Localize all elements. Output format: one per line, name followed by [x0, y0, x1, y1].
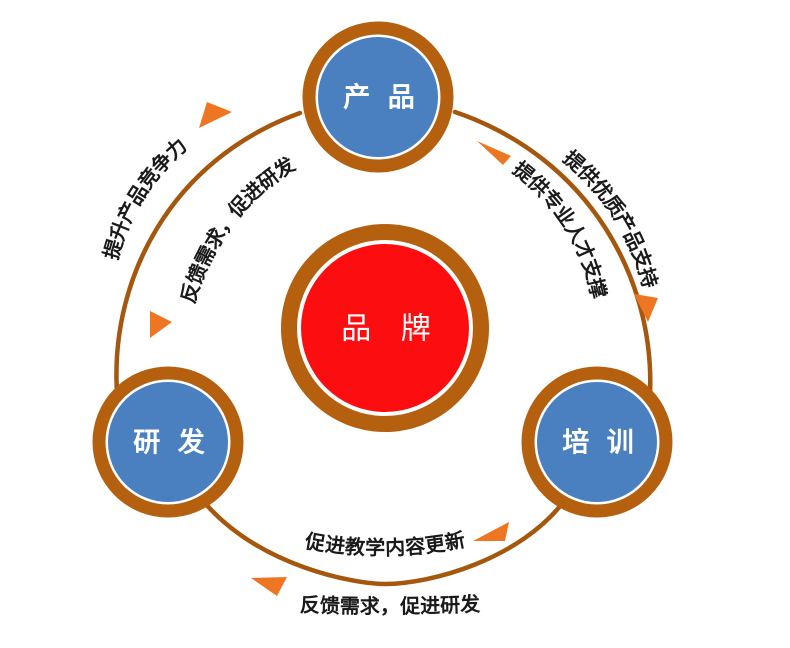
node-training[interactable]: 培 训	[521, 366, 673, 518]
node-rnd-fill	[108, 382, 228, 502]
node-product-ring	[302, 21, 454, 173]
center-node-fill	[301, 244, 469, 412]
arrowhead-to-training-right	[634, 294, 658, 322]
node-product[interactable]: 产 品	[302, 21, 454, 173]
arc-rnd-to-training	[201, 497, 568, 587]
arc-group	[114, 109, 653, 587]
node-training-ring	[521, 366, 673, 518]
node-rnd-label: 研 发	[133, 427, 208, 459]
center-node-brand[interactable]: 品 牌	[281, 224, 489, 432]
center-node-label: 品 牌	[341, 312, 441, 347]
node-rnd[interactable]: 研 发	[92, 366, 244, 518]
node-training-label: 培 训	[562, 428, 637, 459]
arc-rnd-to-product	[114, 110, 303, 395]
arrowhead-to-rnd-bottom	[251, 577, 287, 596]
arc-label-training-to-rnd: 反馈需求，促进研发	[299, 592, 481, 619]
arrowhead-to-product-right	[477, 141, 511, 165]
node-training-fill	[537, 382, 657, 502]
arrowhead-to-product-left	[199, 102, 232, 128]
arrowhead-to-training-bottom	[473, 522, 509, 541]
node-rnd-ring	[92, 366, 244, 518]
arc-product-to-training	[452, 109, 653, 397]
center-node-ring	[281, 224, 489, 432]
node-product-label: 产 品	[343, 83, 418, 114]
arrowhead-group	[150, 102, 658, 596]
node-product-fill	[318, 37, 438, 157]
arrowhead-to-rnd-upper	[150, 311, 172, 338]
